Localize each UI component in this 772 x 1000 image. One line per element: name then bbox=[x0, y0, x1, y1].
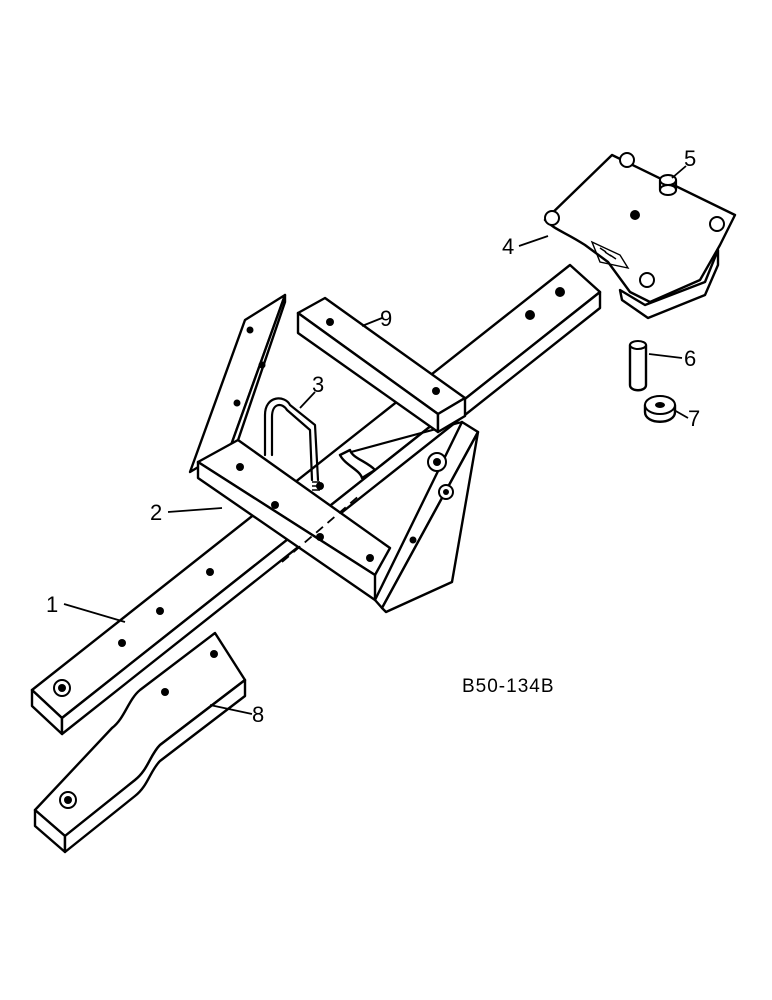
callout-5: 5 bbox=[684, 146, 696, 171]
part-4-plate bbox=[543, 152, 737, 320]
leader-4 bbox=[518, 235, 549, 247]
leader-8 bbox=[209, 704, 253, 715]
leader-3 bbox=[299, 391, 316, 409]
callout-7: 7 bbox=[688, 406, 700, 431]
leader-5 bbox=[671, 165, 687, 179]
callout-1: 1 bbox=[46, 592, 58, 617]
part-9-block bbox=[296, 296, 467, 434]
leader-6 bbox=[648, 353, 683, 359]
leader-1 bbox=[63, 603, 126, 623]
callout-9: 9 bbox=[380, 306, 392, 331]
leader-2 bbox=[167, 507, 223, 513]
leader-7 bbox=[673, 409, 689, 419]
callout-8: 8 bbox=[252, 702, 264, 727]
part-7-washer bbox=[643, 395, 677, 423]
callout-6: 6 bbox=[684, 346, 696, 371]
callout-4: 4 bbox=[502, 234, 514, 259]
callout-3: 3 bbox=[312, 372, 324, 397]
reference-code: B50-134B bbox=[462, 676, 555, 697]
part-6-pin bbox=[628, 340, 648, 392]
callout-2: 2 bbox=[150, 500, 162, 525]
part-8-offset-bar bbox=[33, 631, 247, 854]
leader-9 bbox=[361, 317, 383, 327]
part-3-u-bolt bbox=[263, 397, 320, 491]
part-2-bracket bbox=[188, 293, 480, 614]
hidden-line bbox=[281, 494, 361, 563]
